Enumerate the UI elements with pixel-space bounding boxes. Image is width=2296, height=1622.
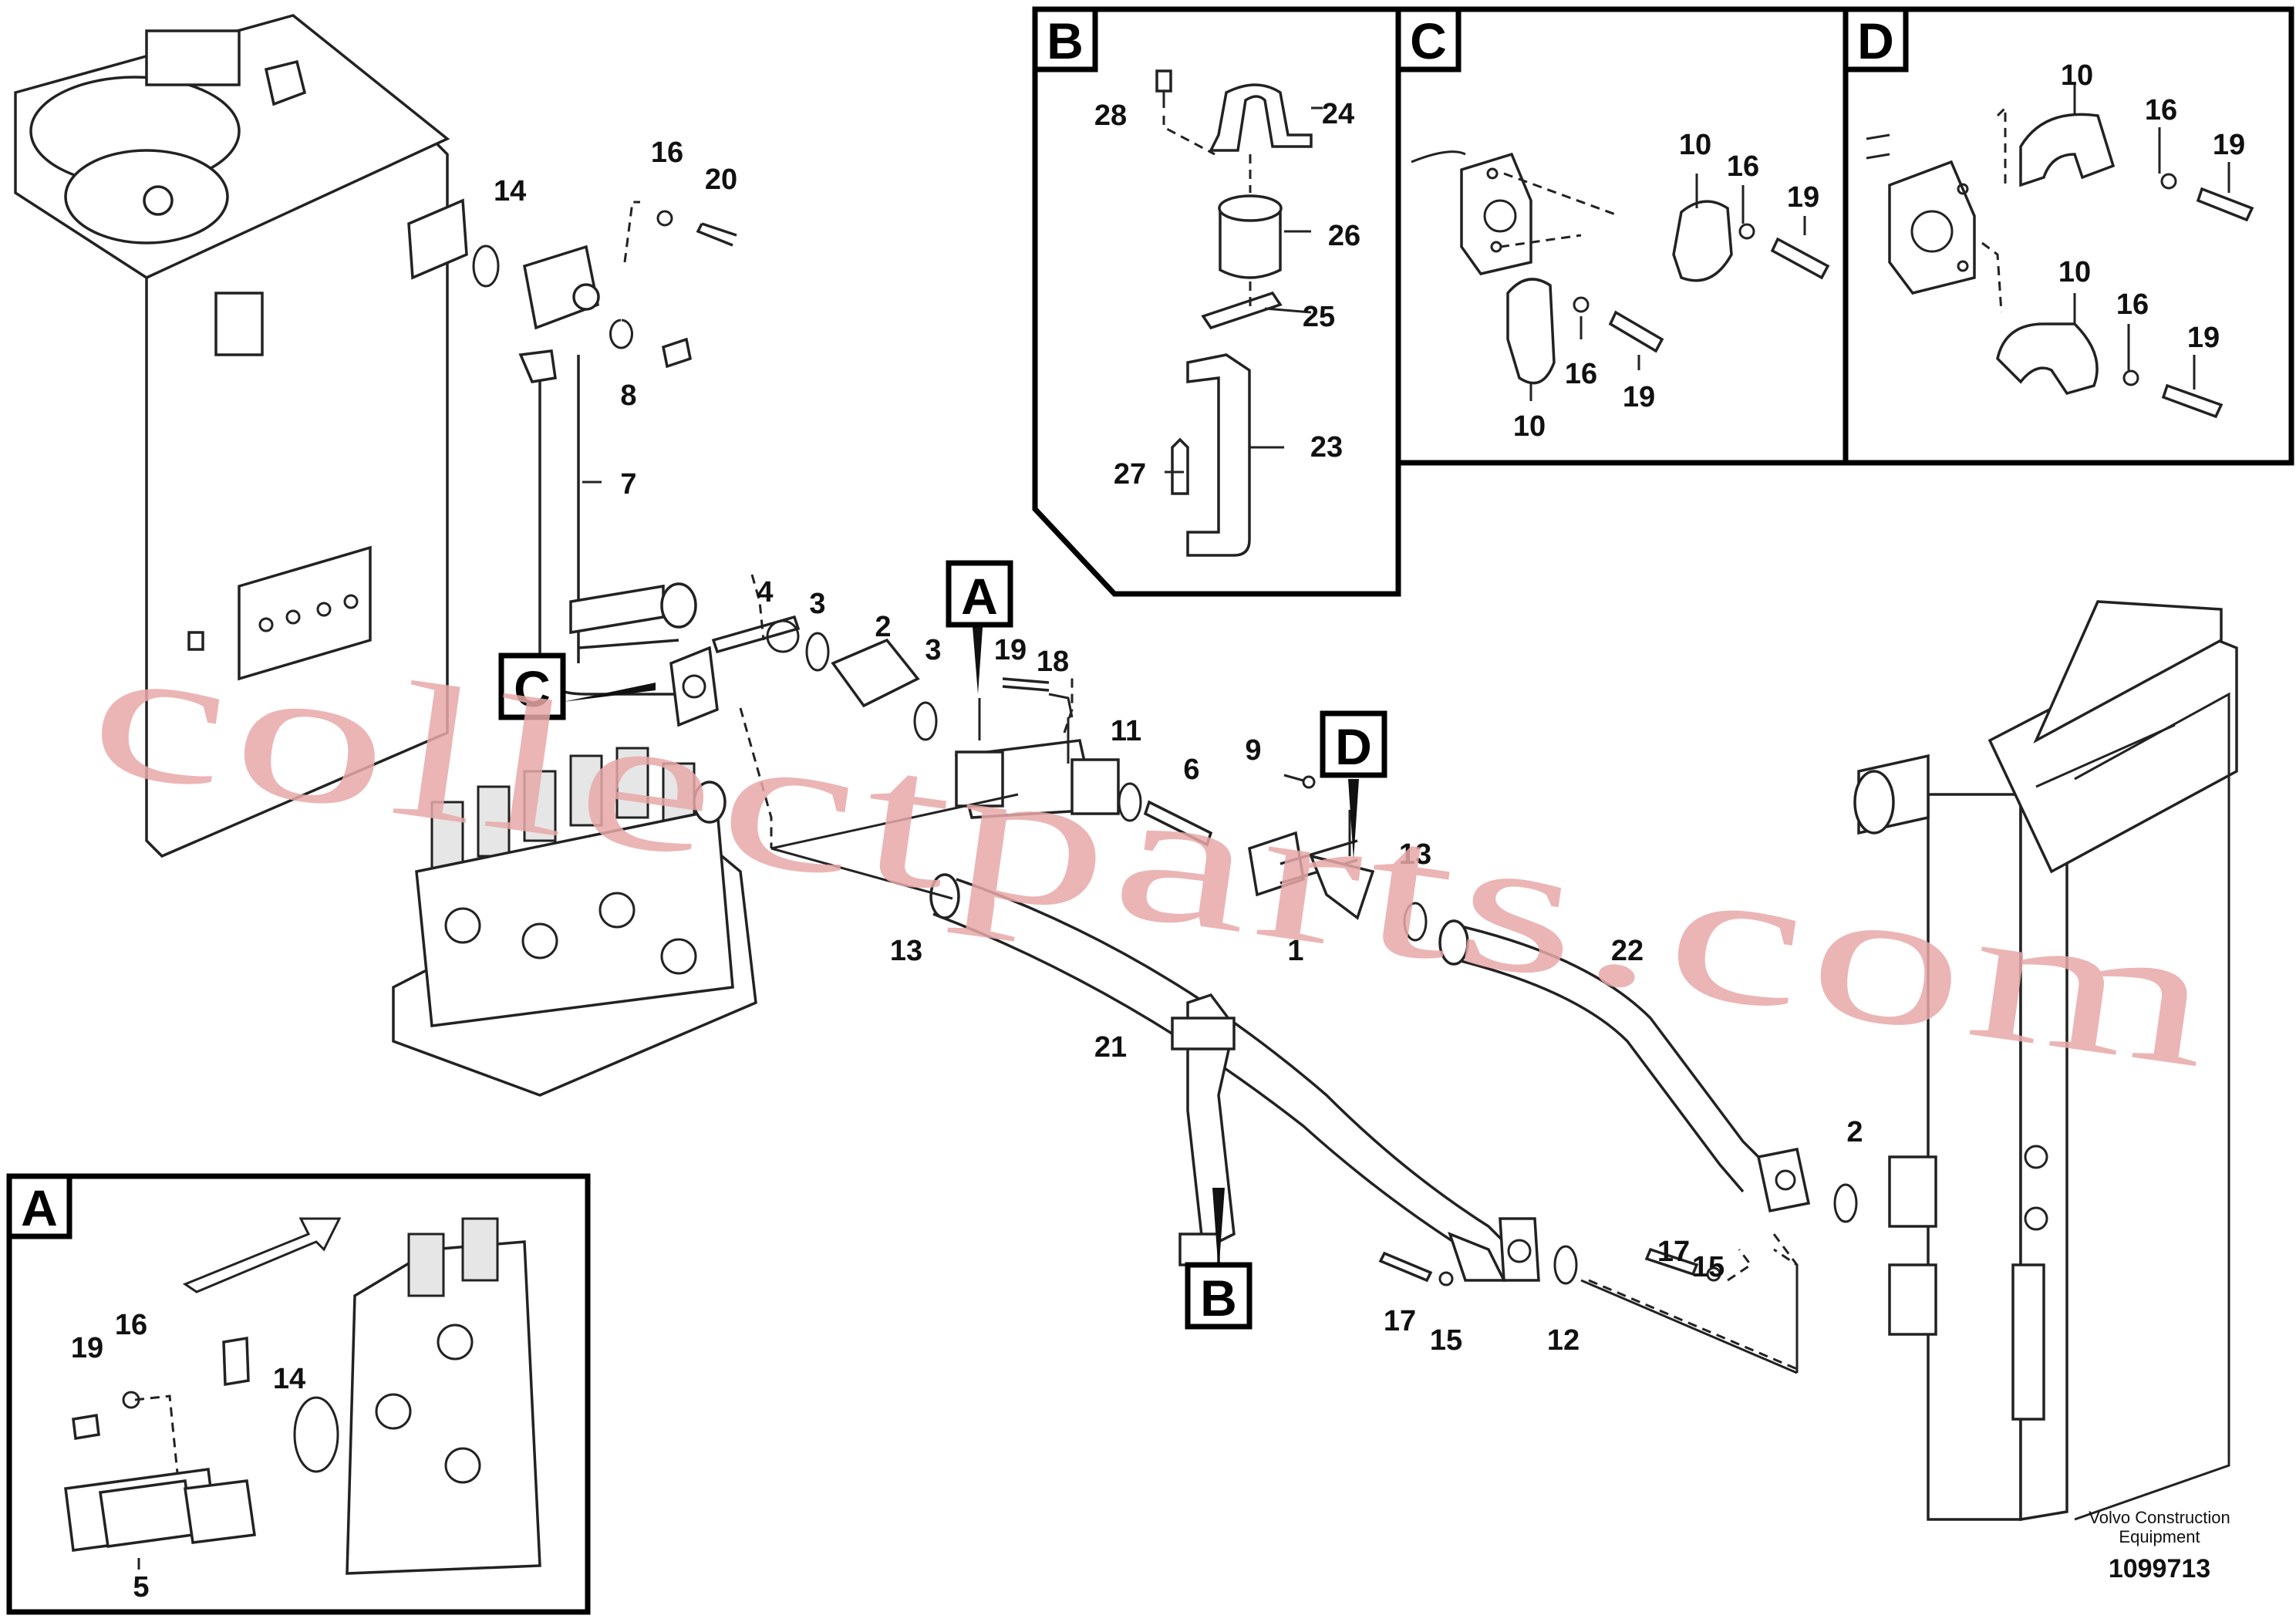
label-12: 12 xyxy=(1547,1324,1580,1357)
label-2: 2 xyxy=(875,611,891,643)
svg-text:A: A xyxy=(21,1179,58,1236)
part-labels: 14 16 20 8 7 4 3 2 3 19 18 11 6 9 13 1 1… xyxy=(71,59,2245,1603)
label-10: 10 xyxy=(2061,59,2093,92)
label-16: 16 xyxy=(115,1309,147,1341)
label-25: 25 xyxy=(1303,301,1335,333)
label-14: 14 xyxy=(273,1363,305,1395)
label-15: 15 xyxy=(1692,1251,1725,1283)
label-15: 15 xyxy=(1430,1324,1462,1357)
control-valve xyxy=(392,747,757,1097)
label-19: 19 xyxy=(1623,381,1655,413)
label-4: 4 xyxy=(757,576,773,609)
oil-cooler xyxy=(1853,600,2238,1522)
svg-text:C: C xyxy=(1410,12,1447,69)
hose-21 xyxy=(929,873,1578,1285)
label-19: 19 xyxy=(71,1332,103,1364)
label-14: 14 xyxy=(494,175,526,207)
inset-b: B xyxy=(1032,6,1401,597)
label-21: 21 xyxy=(1094,1031,1127,1064)
label-16: 16 xyxy=(2145,94,2177,126)
label-13: 13 xyxy=(890,935,922,967)
callout-pointers xyxy=(563,617,1359,1273)
label-24: 24 xyxy=(1322,98,1354,130)
svg-text:Volvo Construction: Volvo Construction xyxy=(2089,1508,2230,1527)
callout-a-main: A xyxy=(946,560,1013,628)
hose-assembly xyxy=(711,615,1428,942)
svg-text:D: D xyxy=(1335,718,1372,775)
label-16: 16 xyxy=(1565,358,1597,390)
label-16: 16 xyxy=(651,137,683,169)
publisher-credit: Volvo Construction Equipment 1099713 xyxy=(2089,1508,2230,1583)
label-22: 22 xyxy=(1611,935,1644,967)
label-10: 10 xyxy=(2058,256,2091,288)
label-3: 3 xyxy=(809,588,825,620)
label-16: 16 xyxy=(1727,150,1759,183)
inset-d: D xyxy=(1843,6,2294,466)
label-23: 23 xyxy=(1310,431,1343,464)
svg-text:A: A xyxy=(961,568,998,625)
bolts-17-15 xyxy=(1378,1247,1721,1286)
inset-a: A xyxy=(6,1173,591,1615)
inset-c: C xyxy=(1395,6,1849,466)
label-27: 27 xyxy=(1114,458,1146,491)
callout-b-main: B xyxy=(1185,1262,1253,1330)
label-8: 8 xyxy=(620,379,636,412)
label-11: 11 xyxy=(1111,715,1141,747)
label-1: 1 xyxy=(1287,935,1303,967)
label-10: 10 xyxy=(1679,129,1711,161)
label-28: 28 xyxy=(1094,99,1127,132)
svg-text:Equipment: Equipment xyxy=(2119,1527,2200,1546)
label-19: 19 xyxy=(2187,322,2220,354)
label-5: 5 xyxy=(133,1571,149,1603)
hose-22 xyxy=(1438,919,1858,1223)
label-20: 20 xyxy=(705,164,737,196)
callout-c-main: C xyxy=(498,653,566,720)
callout-d-main: D xyxy=(1320,710,1387,778)
document-number: 1099713 xyxy=(2109,1554,2210,1583)
svg-text:D: D xyxy=(1857,12,1894,69)
label-9: 9 xyxy=(1245,734,1261,767)
hydraulic-tank xyxy=(14,14,468,858)
label-7: 7 xyxy=(620,468,636,501)
svg-text:C: C xyxy=(514,660,551,717)
label-10: 10 xyxy=(1513,410,1546,443)
label-19: 19 xyxy=(1787,181,1819,214)
label-2: 2 xyxy=(1846,1116,1863,1148)
label-17: 17 xyxy=(1384,1305,1416,1337)
label-19: 19 xyxy=(994,634,1027,666)
label-13: 13 xyxy=(1399,838,1431,871)
svg-text:B: B xyxy=(1047,12,1084,69)
adapter-block xyxy=(472,210,737,383)
leader-lines xyxy=(623,201,1799,1374)
tube-7 xyxy=(538,355,697,696)
label-19: 19 xyxy=(2213,129,2245,161)
label-6: 6 xyxy=(1183,754,1199,786)
label-16: 16 xyxy=(2116,288,2149,321)
svg-text:B: B xyxy=(1200,1270,1237,1327)
label-18: 18 xyxy=(1037,646,1069,678)
label-17: 17 xyxy=(1657,1236,1690,1268)
flange-c-main xyxy=(669,646,719,727)
label-3: 3 xyxy=(925,634,941,666)
label-26: 26 xyxy=(1328,220,1360,252)
